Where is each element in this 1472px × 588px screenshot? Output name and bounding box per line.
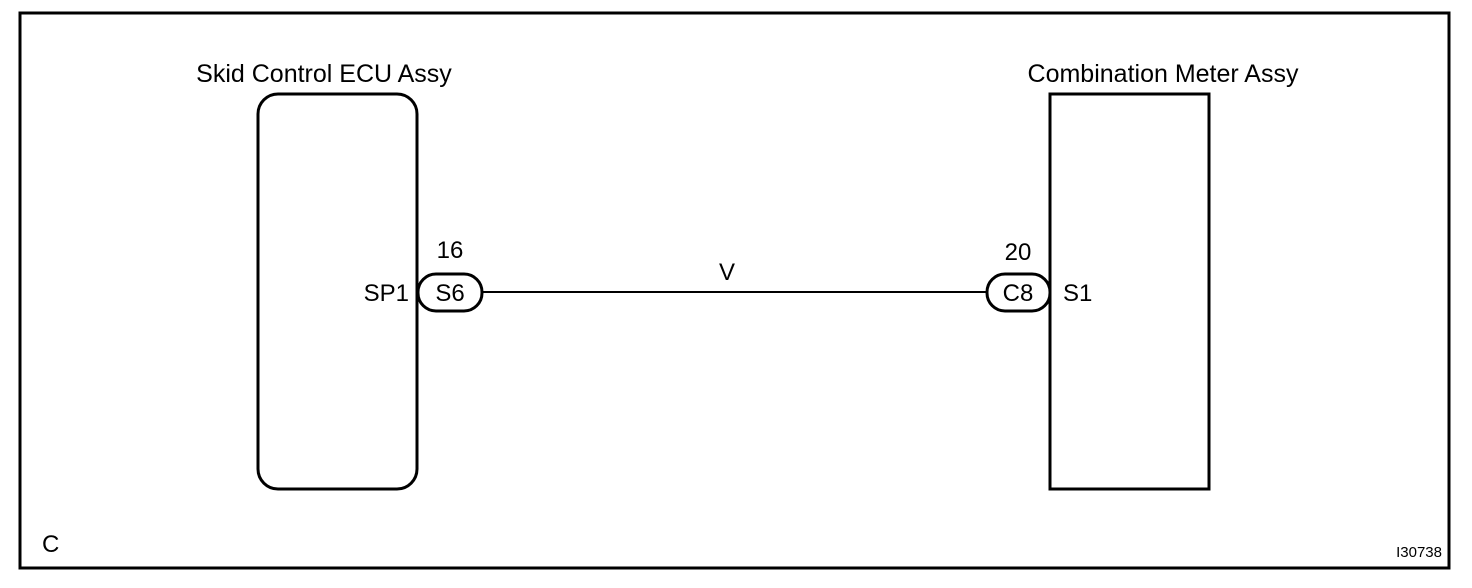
right-connector-oval [985,272,1052,313]
right-pin-number: 20 [1005,239,1032,266]
corner-label: C [42,531,59,558]
diagram-frame [18,11,1451,570]
right-connector-label: C8 [1003,280,1034,307]
wire-color-label: V [719,259,735,286]
left-pin-number: 16 [437,237,464,264]
left-connector-label: S6 [435,280,464,307]
figure-id: I30738 [1396,544,1442,561]
left-terminal-name: SP1 [364,280,409,307]
left-component-title: Skid Control ECU Assy [196,60,452,88]
right-terminal-name: S1 [1063,280,1092,307]
right-component-title: Combination Meter Assy [1028,60,1299,88]
left-connector-oval [416,272,484,313]
